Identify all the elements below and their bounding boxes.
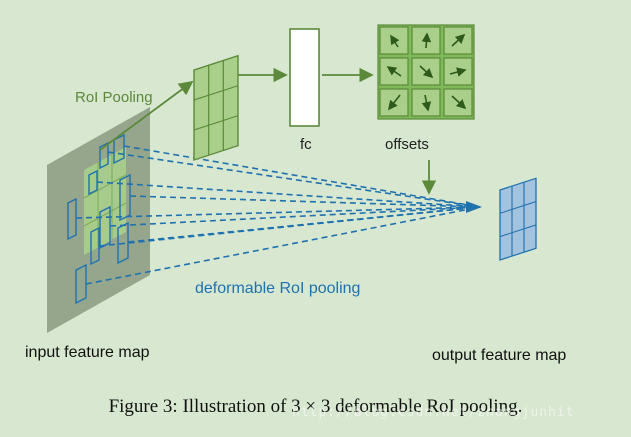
fc-label: fc: [300, 136, 312, 153]
arrow-w-icon: [386, 66, 402, 77]
arrow-se-icon-2: [451, 95, 467, 110]
roi-pooling-label: RoI Pooling: [75, 89, 153, 106]
arrow-nw-icon: [390, 34, 400, 48]
output-feature-map-label: output feature map: [432, 347, 567, 364]
figure-caption: Figure 3: Illustration of 3 × 3 deformab…: [108, 396, 523, 417]
arrow-sw-icon: [388, 94, 401, 111]
output-grid: [499, 177, 537, 261]
deformable-pooling-arrowhead: [466, 201, 482, 213]
input-feature-map-label: input feature map: [25, 344, 150, 361]
offsets-grid: [377, 24, 475, 120]
fc-layer-box: [289, 28, 320, 127]
pooled-grid: [193, 54, 239, 161]
arrow-n-icon: [421, 32, 432, 49]
roi-pooling-arrow: [99, 80, 194, 151]
roi-region: [84, 147, 126, 255]
arrow-se-icon: [419, 65, 434, 79]
watermark-text: http://blog.csdn.net/zhangjunhit: [292, 405, 575, 420]
arrow-s-icon: [421, 94, 432, 112]
offsets-label: offsets: [385, 136, 429, 153]
deformable-pooling-lines: [75, 145, 481, 285]
arrow-ne-icon: [451, 33, 466, 47]
deformed-bins: [67, 133, 131, 305]
arrow-e-icon: [449, 67, 467, 77]
deformable-roi-pooling-label: deformable RoI pooling: [195, 280, 361, 297]
